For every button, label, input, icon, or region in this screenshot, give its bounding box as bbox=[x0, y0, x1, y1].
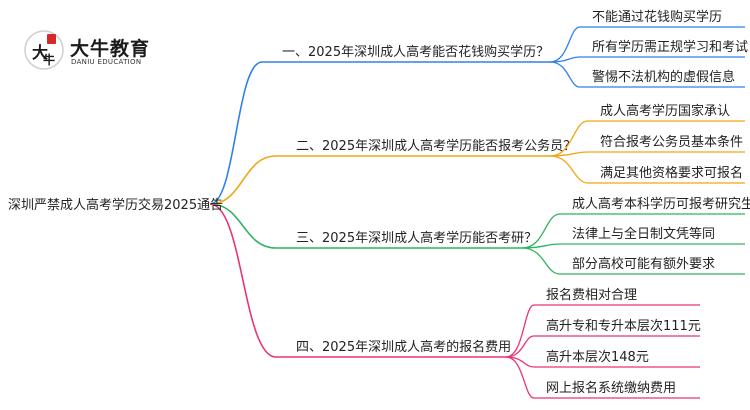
logo-name-en: DANIU EDUCATION bbox=[71, 58, 142, 66]
leaf-node[interactable]: 部分高校可能有额外要求 bbox=[572, 256, 715, 272]
leaf-node[interactable]: 符合报考公务员基本条件 bbox=[600, 134, 743, 150]
branch-label[interactable]: 一、2025年深圳成人高考能否花钱购买学历？ bbox=[282, 44, 549, 60]
leaf-connector bbox=[549, 120, 745, 157]
branch-2: 二、2025年深圳成人高考学历能否报考公务员？ 成人高考学历国家承认符合报考公务员… bbox=[209, 103, 745, 205]
leaf-node[interactable]: 报名费相对合理 bbox=[546, 287, 637, 303]
branch-label[interactable]: 二、2025年深圳成人高考学历能否报考公务员？ bbox=[296, 138, 576, 154]
leaf-node[interactable]: 网上报名系统缴纳费用 bbox=[546, 380, 676, 396]
branch-connector bbox=[209, 203, 506, 358]
branch-3: 三、2025年深圳成人高考学历能否考研？ 成人高考本科学历可报考研究生法律上与全日… bbox=[209, 196, 750, 275]
leaf-connector bbox=[521, 213, 745, 249]
leaf-node[interactable]: 法律上与全日制文凭等同 bbox=[572, 226, 715, 242]
leaf-connector bbox=[521, 243, 745, 249]
branch-label[interactable]: 四、2025年深圳成人高考的报名费用 bbox=[296, 339, 511, 355]
leaf-node[interactable]: 成人高考本科学历可报考研究生 bbox=[572, 196, 750, 212]
branch-4: 四、2025年深圳成人高考的报名费用 报名费相对合理高升专和专升本层次111元高升… bbox=[209, 203, 701, 399]
leaf-connector bbox=[549, 61, 745, 88]
logo-name-cn: 大牛教育 bbox=[70, 38, 151, 60]
svg-text:大: 大 bbox=[32, 43, 48, 62]
leaf-connector bbox=[505, 356, 700, 368]
leaf-connector bbox=[505, 356, 700, 399]
svg-text:牛: 牛 bbox=[43, 52, 55, 67]
leaf-connector bbox=[505, 304, 700, 358]
leaf-connector bbox=[549, 26, 745, 63]
leaf-node[interactable]: 成人高考学历国家承认 bbox=[600, 103, 730, 119]
leaf-node[interactable]: 高升本层次148元 bbox=[546, 349, 649, 365]
leaf-node[interactable]: 高升专和专升本层次111元 bbox=[546, 318, 701, 334]
leaf-node[interactable]: 警惕不法机构的虚假信息 bbox=[592, 69, 735, 85]
leaf-connector bbox=[549, 155, 745, 184]
leaf-node[interactable]: 满足其他资格要求可报名 bbox=[600, 165, 743, 181]
leaf-node[interactable]: 所有学历需正规学习和考试 bbox=[592, 39, 748, 55]
leaf-connector bbox=[505, 335, 700, 358]
brand-logo: 大 牛 大牛教育 DANIU EDUCATION bbox=[22, 28, 152, 72]
branch-1: 一、2025年深圳成人高考能否花钱购买学历？ 不能通过花钱购买学历所有学历需正规学… bbox=[209, 9, 748, 205]
leaf-node[interactable]: 不能通过花钱购买学历 bbox=[592, 9, 722, 25]
root-topic: 深圳严禁成人高考学历交易2025通告 bbox=[8, 197, 223, 213]
branch-connector bbox=[209, 155, 550, 205]
branch-connector bbox=[209, 203, 522, 249]
branch-connector bbox=[209, 61, 550, 205]
leaf-connector bbox=[521, 247, 745, 275]
leaf-connector bbox=[549, 151, 745, 157]
leaf-connector bbox=[549, 56, 745, 63]
logo-mark-icon: 大 牛 bbox=[24, 30, 64, 70]
branch-label[interactable]: 三、2025年深圳成人高考学历能否考研？ bbox=[296, 230, 537, 246]
